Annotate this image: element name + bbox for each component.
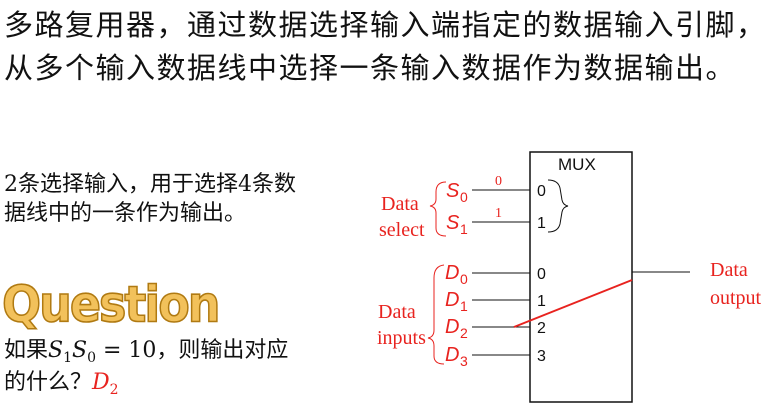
s0-symbol: S: [72, 338, 88, 363]
select-value-s1: 1: [495, 206, 502, 221]
output-label-line2: output: [710, 287, 762, 309]
data-pin-2: 2: [537, 320, 546, 337]
question-text: 如果S1S0 = 10，则输出对应的什么？D2: [4, 336, 309, 400]
select-signal-s0-sub: 0: [460, 189, 468, 205]
s1-symbol: S: [48, 338, 64, 363]
question-heading: Question: [1, 274, 221, 334]
select-value-s0: 0: [495, 174, 502, 189]
data-signal-d0-sub: 0: [460, 271, 468, 287]
answer-subscript: 2: [109, 382, 119, 398]
select-description: 2条选择输入，用于选择4条数据线中的一条作为输出。: [4, 172, 296, 226]
s1-subscript: 1: [63, 350, 73, 366]
select-label-line2: select: [379, 219, 425, 241]
select-signal-s1: S: [446, 212, 460, 234]
data-signal-d3-sub: 3: [460, 353, 468, 369]
question-body: = 10，则输出对应的什么？: [4, 338, 289, 395]
data-signal-d2-sub: 2: [460, 325, 468, 341]
s0-subscript: 0: [87, 350, 97, 366]
selected-path: [513, 279, 633, 328]
select-label-line1: Data: [381, 193, 419, 215]
data-signal-d1: D: [445, 289, 459, 311]
data-signal-d1-sub: 1: [460, 298, 468, 314]
select-signal-s1-sub: 1: [460, 221, 468, 237]
data-signal-d2: D: [445, 316, 459, 338]
data-pin-3: 3: [537, 348, 546, 365]
select-brace-right: [547, 179, 569, 233]
output-label-line1: Data: [710, 259, 748, 281]
data-pin-0: 0: [537, 266, 546, 283]
mux-box: [529, 151, 633, 403]
select-signal-s0: S: [446, 180, 460, 202]
inputs-label-line1: Data: [378, 301, 416, 323]
select-pin-0: 0: [537, 183, 546, 200]
intro-paragraph: 多路复用器，通过数据选择输入端指定的数据输入引脚，从多个输入数据线中选择一条输入…: [4, 8, 767, 85]
question-prefix: 如果: [4, 338, 49, 363]
data-pin-1: 1: [537, 293, 546, 310]
select-pin-1: 1: [537, 215, 546, 232]
mux-title: MUX: [558, 155, 596, 174]
inputs-label-line2: inputs: [377, 327, 426, 349]
data-signal-d0: D: [445, 262, 459, 284]
inputs-brace: [427, 264, 445, 365]
answer-symbol: D: [92, 370, 110, 395]
select-brace-left: [429, 181, 447, 237]
data-signal-d3: D: [445, 344, 459, 366]
